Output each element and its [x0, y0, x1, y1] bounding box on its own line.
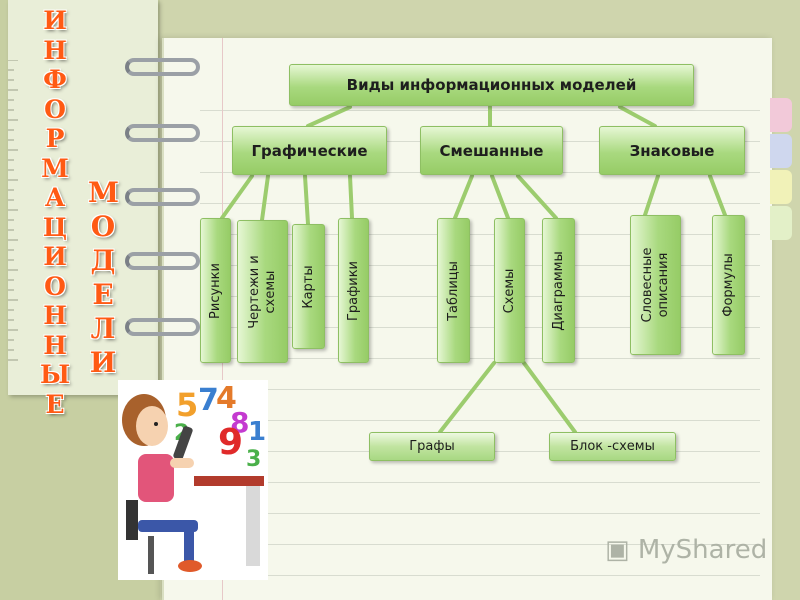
node-label: Словесные описания [639, 247, 671, 323]
node-schemes: Схемы [494, 218, 525, 363]
title-letter: Р [45, 124, 65, 153]
color-tabs [770, 0, 800, 600]
category-sign: Знаковые [599, 126, 745, 175]
connector-line [438, 361, 496, 434]
svg-text:4: 4 [216, 381, 237, 416]
vertical-title-left: И Н Ф О Р М А Ц И О Н Н Ы Е [40, 6, 70, 419]
title-letter: О [44, 271, 66, 301]
root-node: Виды информационных моделей [289, 64, 694, 106]
watermark: ▣ MyShared [605, 535, 767, 565]
binder-ring [125, 318, 200, 336]
node-label: Карты [300, 264, 316, 309]
tab-green [770, 206, 792, 240]
node-maps: Карты [292, 224, 325, 349]
node-formulas: Формулы [712, 215, 745, 355]
connector-line [516, 174, 558, 220]
title-letter: А [44, 183, 66, 212]
title-letter: Е [92, 278, 114, 311]
title-letter: И [89, 346, 117, 379]
svg-text:1: 1 [248, 417, 266, 447]
title-letter: О [44, 94, 66, 124]
watermark-text: MyShared [637, 535, 768, 565]
title-letter: О [90, 210, 116, 243]
node-tables: Таблицы [437, 218, 470, 363]
title-letter: Ц [42, 212, 68, 242]
title-letter: Д [90, 244, 116, 277]
title-letter: И [43, 6, 67, 35]
connector-line [260, 174, 270, 222]
node-label: Диаграммы [550, 250, 566, 331]
node-blueprints: Чертежи и схемы [237, 220, 288, 363]
node-verbal: Словесные описания [630, 215, 681, 355]
presentation-icon: ▣ [605, 535, 630, 565]
node-label: Чертежи и схемы [246, 254, 278, 329]
node-graphs-math: Графы [369, 432, 495, 461]
connector-line [490, 174, 510, 220]
binder-ring [125, 58, 200, 76]
girl-with-calculator-illustration: 5 7 4 8 1 9 3 2 [118, 380, 268, 580]
node-label: Графики [345, 260, 361, 321]
node-label: Графы [409, 439, 455, 454]
category-label: Смешанные [439, 141, 544, 160]
title-letter: Е [45, 389, 65, 419]
title-letter: Л [90, 312, 116, 345]
connector-line [708, 174, 727, 217]
svg-text:9: 9 [218, 422, 243, 463]
node-label: Схемы [501, 268, 517, 313]
title-letter: Ы [40, 360, 71, 389]
node-charts: Диаграммы [542, 218, 575, 363]
title-letter: М [88, 176, 119, 209]
title-letter: И [43, 242, 67, 271]
node-graphs: Графики [338, 218, 369, 363]
title-letter: Н [43, 330, 67, 360]
svg-text:3: 3 [246, 447, 261, 472]
connector-line [453, 174, 474, 220]
connector-line [306, 105, 352, 128]
category-label: Знаковые [629, 141, 715, 160]
binder-ring [125, 188, 200, 206]
svg-text:5: 5 [176, 386, 198, 424]
tab-pink [770, 98, 792, 132]
svg-text:8: 8 [230, 406, 249, 439]
binder-ring [125, 252, 200, 270]
binder-ring [125, 124, 200, 142]
root-label: Виды информационных моделей [346, 76, 637, 94]
title-letter: М [41, 153, 69, 183]
node-label: Блок -схемы [570, 439, 655, 454]
tab-blue [770, 134, 792, 168]
title-letter: Ф [43, 65, 67, 94]
ruler [8, 60, 18, 361]
title-letter: Н [43, 301, 67, 330]
connector-line [303, 174, 310, 226]
node-label: Рисунки [207, 262, 223, 319]
svg-text:7: 7 [198, 383, 219, 418]
node-label: Таблицы [445, 260, 461, 321]
category-mixed: Смешанные [420, 126, 563, 175]
tab-yellow [770, 170, 792, 204]
node-flowcharts: Блок -схемы [549, 432, 676, 461]
node-drawings: Рисунки [200, 218, 231, 363]
connector-line [522, 361, 577, 434]
category-graphic: Графические [232, 126, 387, 175]
title-letter: Н [43, 35, 67, 65]
connector-line [618, 105, 657, 128]
connector-line [220, 174, 254, 220]
connector-line [348, 174, 354, 220]
vertical-title-right: М О Д Е Л И [88, 176, 119, 380]
node-label: Формулы [720, 253, 736, 317]
connector-line [643, 174, 660, 217]
category-label: Графические [251, 141, 368, 160]
